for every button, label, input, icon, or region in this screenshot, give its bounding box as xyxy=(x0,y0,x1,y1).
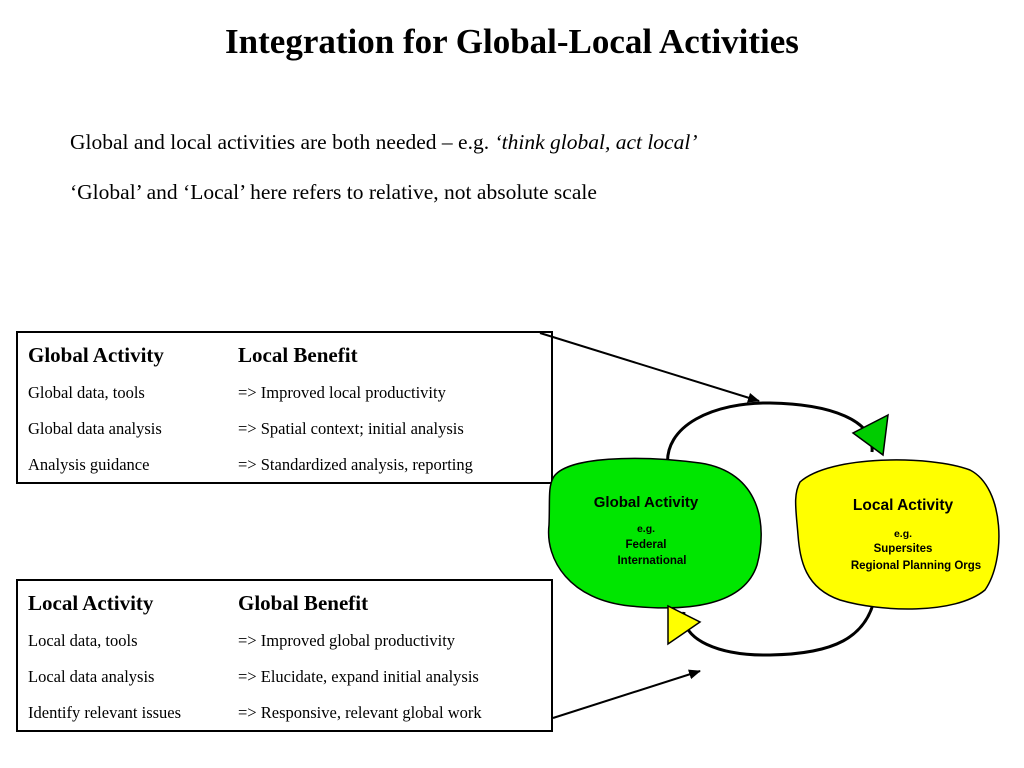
activity-cell: Local data analysis xyxy=(28,667,155,686)
header-benefit: Global Benefit xyxy=(238,591,369,615)
table-row: Identify relevant issues => Responsive, … xyxy=(18,693,551,729)
activity-cell: Local data, tools xyxy=(28,631,138,650)
table-header: Global Activity Local Benefit xyxy=(18,333,551,373)
local-activity-blob xyxy=(794,459,1000,610)
global-activity-table: Global Activity Local Benefit Global dat… xyxy=(16,331,553,484)
activity-cell: Global data, tools xyxy=(28,383,145,402)
benefit-cell: => Responsive, relevant global work xyxy=(238,703,482,722)
intro-line-1: Global and local activities are both nee… xyxy=(70,130,697,155)
global-blob-line2: International xyxy=(617,555,686,567)
header-activity: Global Activity xyxy=(28,343,164,367)
slide-title: Integration for Global-Local Activities xyxy=(225,22,799,61)
bottom-cycle-arc xyxy=(682,589,878,657)
header-activity: Local Activity xyxy=(28,591,154,615)
local-blob-title: Local Activity xyxy=(853,497,954,514)
table-row: Global data analysis => Spatial context;… xyxy=(18,409,551,445)
intro-line-1-text: Global and local activities are both nee… xyxy=(70,130,495,154)
global-blob-line1: Federal xyxy=(626,539,667,551)
benefit-cell: => Improved local productivity xyxy=(238,383,446,402)
benefit-cell: => Improved global productivity xyxy=(238,631,456,650)
benefit-cell: => Elucidate, expand initial analysis xyxy=(238,667,479,686)
local-blob-line2: Regional Planning Orgs xyxy=(851,560,981,572)
table-row: Global data, tools => Improved local pro… xyxy=(18,373,551,409)
green-triangle-icon xyxy=(851,413,889,457)
table-row: Local data, tools => Improved global pro… xyxy=(18,621,551,657)
local-activity-table: Local Activity Global Benefit Local data… xyxy=(16,579,553,732)
table-row: Local data analysis => Elucidate, expand… xyxy=(18,657,551,693)
global-blob-eg: e.g. xyxy=(637,523,655,535)
activity-cell: Analysis guidance xyxy=(28,455,150,474)
intro-line-2: ‘Global’ and ‘Local’ here refers to rela… xyxy=(70,180,597,204)
intro-line-1-quote: ‘think global, act local’ xyxy=(494,130,698,154)
header-benefit: Local Benefit xyxy=(238,343,358,367)
activity-cell: Identify relevant issues xyxy=(28,703,182,722)
global-table-arrow xyxy=(539,332,760,403)
global-activity-blob xyxy=(547,457,762,609)
activity-cell: Global data analysis xyxy=(28,419,162,438)
benefit-cell: => Spatial context; initial analysis xyxy=(238,419,464,438)
yellow-triangle-icon xyxy=(667,604,702,646)
top-cycle-arc xyxy=(666,401,874,469)
table-row: Analysis guidance => Standardized analys… xyxy=(18,445,551,481)
table-header: Local Activity Global Benefit xyxy=(18,581,551,621)
local-blob-eg: e.g. xyxy=(894,528,912,540)
local-blob-line1: Supersites xyxy=(874,543,933,555)
benefit-cell: => Standardized analysis, reporting xyxy=(238,455,473,474)
local-table-arrow xyxy=(552,669,701,719)
global-blob-title: Global Activity xyxy=(594,494,699,511)
